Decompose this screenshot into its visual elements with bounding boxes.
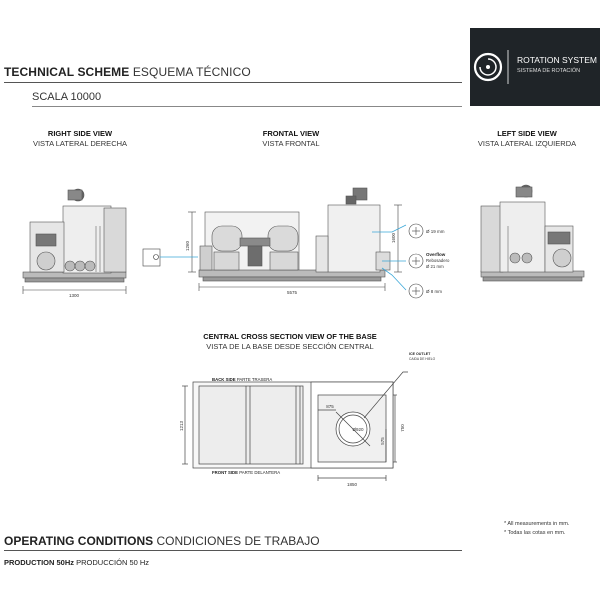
logo-subtitle: SISTEMA DE ROTACIÓN — [517, 68, 581, 74]
connection-bottom-label: Ø 8 mm — [426, 289, 442, 294]
dimension-575: 575 — [380, 437, 385, 445]
circle-diameter-dimension: Ø920 — [352, 427, 364, 432]
connection-marker-icons — [412, 227, 420, 295]
scale-label: SCALA 10000 — [32, 91, 102, 103]
cross-section-title: CENTRAL CROSS SECTION VIEW OF THE BASE V… — [203, 332, 377, 351]
frontal-length-dimension: 5575 — [287, 290, 298, 295]
right-side-view-title: RIGHT SIDE VIEW VISTA LATERAL DERECHA — [32, 129, 128, 148]
connection-lines — [160, 224, 407, 291]
left-side-view-drawing — [480, 184, 585, 282]
note-measurements-es: * Todas las cotas en mm. — [504, 530, 566, 536]
right-width-dimension: 1300 — [69, 293, 80, 298]
left-side-view-title: LEFT SIDE VIEW VISTA LATERAL IZQUIERDA — [477, 129, 577, 148]
dimension-750: 750 — [400, 424, 405, 432]
dimension-1850: 1850 — [347, 482, 358, 487]
front-side-label: FRONT SIDE PARTE DELANTERA — [212, 470, 280, 475]
back-side-label: BACK SIDE PARTE TRASERA — [212, 377, 272, 382]
ice-outlet-sublabel: CAIDA DE HIELO — [409, 357, 436, 361]
ice-outlet-label: ICE OUTLET — [409, 352, 431, 356]
overflow-diameter: Ø 21 mm — [426, 264, 444, 269]
rotation-disc-icon — [473, 50, 509, 84]
frontal-height-left-dimension: 1260 — [185, 240, 190, 251]
scale-divider — [32, 106, 462, 107]
frontal-view-title: FRONTAL VIEW VISTA FRONTAL — [262, 129, 320, 148]
frontal-view-drawing — [142, 187, 402, 291]
frontal-height-right-dimension: 1600 — [391, 232, 396, 243]
header-title: TECHNICAL SCHEME ESQUEMA TÉCNICO — [4, 65, 251, 79]
cross-section-height-dimension: 1213 — [179, 420, 184, 431]
header-divider — [4, 82, 462, 83]
rotation-system-badge: ROTATION SYSTEM SISTEMA DE ROTACIÓN — [470, 28, 600, 106]
overflow-title: Overflow — [426, 252, 446, 257]
footer-divider — [4, 550, 462, 551]
dimension-875: 875 — [326, 404, 334, 409]
header-title-bold: TECHNICAL SCHEME — [4, 65, 130, 79]
logo-title: ROTATION SYSTEM — [517, 55, 597, 65]
note-measurements-en: * All measurements in mm. — [504, 521, 570, 527]
header-title-normal: ESQUEMA TÉCNICO — [132, 65, 251, 79]
cross-section-drawing — [182, 371, 408, 481]
operating-conditions-title: OPERATING CONDITIONS CONDICIONES DE TRAB… — [4, 534, 320, 548]
overflow-subtitle: Rebosadero — [426, 258, 450, 263]
right-side-view-drawing — [22, 188, 127, 294]
connection-top-label: Ø 19 mm — [426, 229, 445, 234]
production-label: PRODUCTION 50Hz PRODUCCIÓN 50 Hz — [4, 558, 150, 567]
